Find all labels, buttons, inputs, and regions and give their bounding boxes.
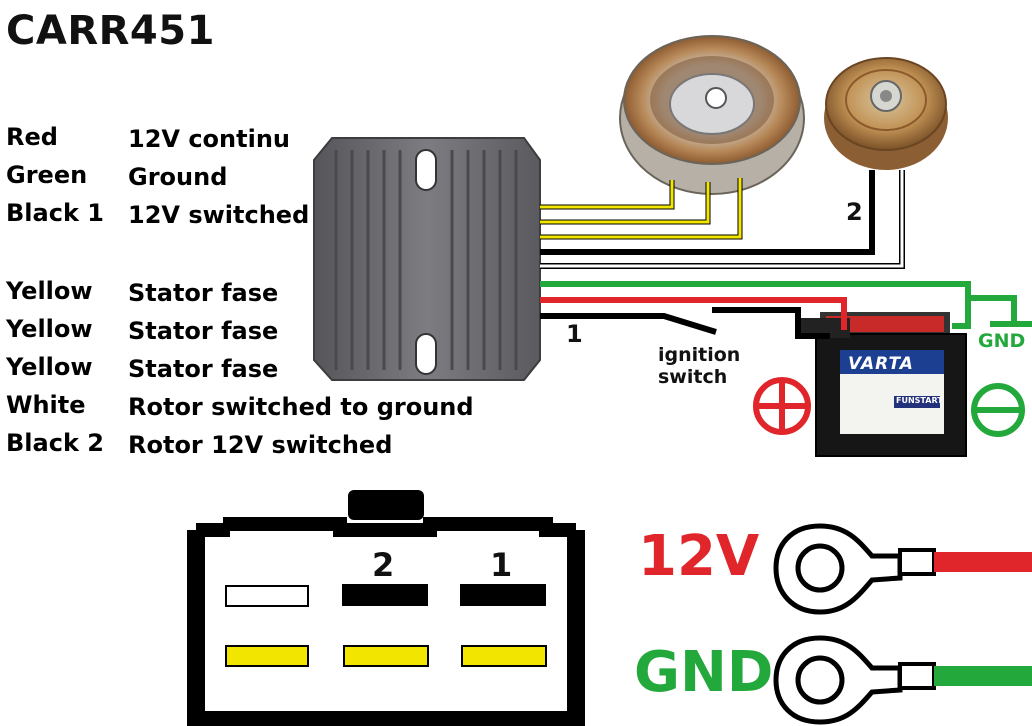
- legend-function: Stator fase: [128, 279, 279, 307]
- mounting-slot-bottom: [415, 333, 437, 375]
- legend-function: Stator fase: [128, 355, 279, 383]
- pin-yellow-3: [461, 645, 547, 667]
- legend-wire: White: [6, 391, 86, 419]
- legend-wire: Yellow: [6, 315, 93, 343]
- legend-function: Ground: [128, 163, 228, 191]
- legend-function: Stator fase: [128, 317, 279, 345]
- green-gnd-wire: [968, 295, 1017, 324]
- legend-function: 12V continu: [128, 125, 290, 153]
- pin-black-1: [460, 584, 546, 606]
- wire-label-2: 2: [846, 198, 863, 226]
- white-wire: [540, 170, 905, 269]
- pin-yellow-2: [343, 645, 429, 667]
- terminal-gnd-label: GND: [634, 640, 774, 705]
- legend-function-column: 12V continu Ground 12V switched Stator f…: [128, 120, 474, 464]
- pin-black-2: [342, 584, 428, 606]
- connector-face: [187, 490, 585, 726]
- pin-yellow-1: [225, 645, 309, 667]
- ignition-switch-label-line2: switch: [658, 366, 728, 388]
- black-1-wire-to-battery: [712, 307, 830, 339]
- battery-gnd-label: GND: [978, 330, 1026, 352]
- black-1-wire: [540, 313, 717, 335]
- regulator-fins: [334, 150, 518, 370]
- rotor: [824, 57, 948, 170]
- ignition-switch-label-line1: ignition: [658, 344, 741, 366]
- battery-brand: VARTA: [848, 354, 914, 374]
- legend-function: Rotor switched to ground: [128, 393, 474, 421]
- connector-pin-2-label: 2: [372, 546, 395, 584]
- legend-wire: Red: [6, 123, 58, 151]
- ring-terminal-12v: [773, 523, 1032, 615]
- ring-terminal-gnd: [773, 635, 1032, 725]
- legend-wire: Yellow: [6, 277, 93, 305]
- yellow-wires: [540, 178, 743, 240]
- legend-wire: Black 2: [6, 429, 104, 457]
- mounting-slot-top: [415, 149, 437, 191]
- plus-symbol-icon: [753, 377, 811, 435]
- connector-pin-1-label: 1: [490, 546, 513, 584]
- stator: [619, 35, 805, 195]
- connector-latch: [348, 490, 424, 520]
- regulator: [313, 137, 541, 381]
- legend-wire-column: Red Green Black 1 Yellow Yellow Yellow W…: [6, 118, 104, 462]
- black-2-wire: [540, 170, 875, 255]
- pin-white: [225, 585, 309, 607]
- legend-function: Rotor 12V switched: [128, 431, 393, 459]
- battery: [800, 312, 967, 457]
- legend-wire: Green: [6, 161, 88, 189]
- diagram-title: CARR451: [6, 8, 215, 54]
- legend-wire: Yellow: [6, 353, 93, 381]
- legend-wire: Black 1: [6, 199, 104, 227]
- red-wire: [540, 297, 847, 330]
- terminal-12v-label: 12V: [638, 524, 760, 589]
- green-wire: [540, 281, 971, 329]
- battery-model: FUNSTART: [896, 396, 943, 405]
- wire-label-1: 1: [566, 320, 583, 348]
- legend-function: 12V switched: [128, 201, 310, 229]
- minus-symbol-icon: [971, 383, 1025, 437]
- wires: [540, 170, 1032, 339]
